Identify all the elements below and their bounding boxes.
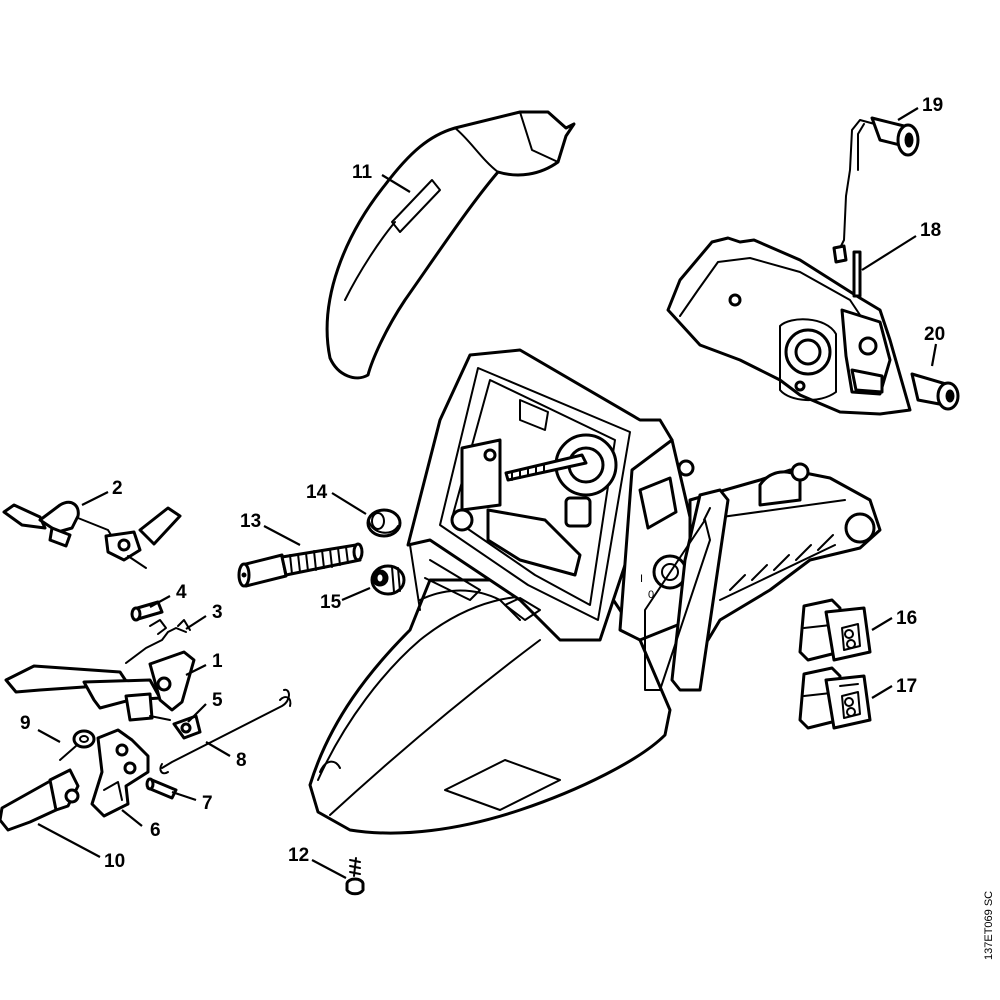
upper-right-cover — [666, 236, 912, 416]
callout-8: 8 — [236, 750, 247, 771]
part-15-bush — [370, 564, 406, 596]
callout-5: 5 — [212, 690, 223, 711]
callout-9: 9 — [20, 713, 31, 734]
callout-20: 20 — [924, 324, 945, 345]
callout-labels: 11 2 4 3 1 5 8 9 7 6 10 13 14 15 12 16 1… — [20, 95, 945, 872]
part-11-handle-guard — [325, 110, 576, 380]
part-12-screw — [345, 857, 365, 896]
callout-13: 13 — [240, 511, 261, 532]
main-housing: I 0 — [308, 348, 882, 835]
part-14-grommet — [366, 508, 402, 538]
callout-16: 16 — [896, 608, 917, 629]
reference-code: 137ET069 SC — [983, 891, 995, 960]
callout-18: 18 — [920, 220, 941, 241]
callout-19: 19 — [922, 95, 943, 116]
callout-15: 15 — [320, 592, 342, 613]
callout-17: 17 — [896, 676, 917, 697]
callout-11: 11 — [352, 162, 373, 183]
callout-1: 1 — [212, 651, 223, 672]
switch-on-mark: I — [640, 573, 643, 585]
part-9-spring — [59, 729, 96, 761]
part-13-stud — [237, 542, 364, 588]
part-17-filter — [798, 666, 872, 730]
callout-7: 7 — [202, 793, 213, 814]
part-5-lever — [172, 714, 202, 740]
part-1-throttle-trigger — [4, 650, 196, 722]
part-2-throttle-shaft — [2, 500, 182, 569]
switch-off-mark: 0 — [648, 589, 654, 601]
callout-12: 12 — [288, 845, 309, 866]
part-8-throttle-rod — [159, 688, 292, 775]
part-6-handle-molding — [90, 728, 150, 818]
callout-10: 10 — [104, 851, 125, 872]
part-20-plug-boot — [910, 372, 960, 411]
part-4-pin — [130, 600, 164, 622]
callout-6: 6 — [150, 820, 161, 841]
leader-lines — [37, 107, 938, 879]
part-19-ignition-lead — [832, 116, 920, 264]
part-7-pin — [145, 777, 178, 800]
part-18-pin — [852, 250, 862, 298]
part-16-filter — [798, 598, 872, 662]
part-10-lockout — [0, 768, 80, 832]
callout-3: 3 — [212, 602, 223, 623]
callout-14: 14 — [306, 482, 328, 503]
callout-2: 2 — [112, 478, 123, 499]
callout-4: 4 — [176, 582, 187, 603]
